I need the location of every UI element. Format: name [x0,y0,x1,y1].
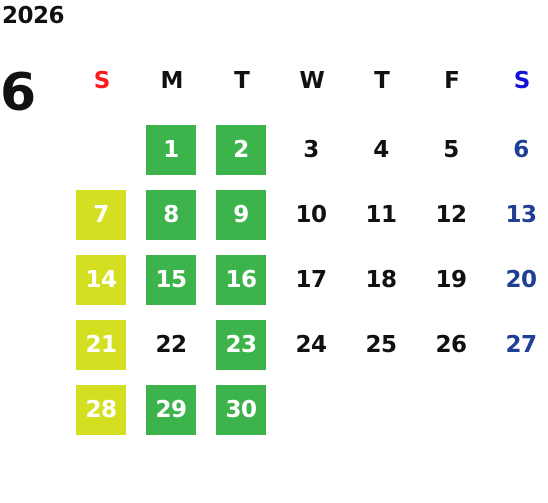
calendar-day: 9 [216,190,266,240]
calendar-day: 30 [216,385,266,435]
year-label: 2026 [2,3,65,29]
calendar-day: 15 [146,255,196,305]
calendar-day: 22 [155,332,187,358]
calendar-day: 12 [435,202,467,228]
month-number: 6 [0,63,37,123]
calendar-day: 1 [146,125,196,175]
calendar-day: 3 [303,137,319,163]
calendar-day: 24 [295,332,327,358]
calendar-day: 10 [295,202,327,228]
calendar-day: 21 [76,320,126,370]
calendar-day: 17 [295,267,327,293]
calendar-day: 20 [505,267,537,293]
weekday-saturday: S [513,68,531,94]
weekday-monday: M [160,68,184,94]
calendar-day: 11 [365,202,397,228]
calendar-day: 4 [373,137,389,163]
calendar-day: 8 [146,190,196,240]
calendar-day: 18 [365,267,397,293]
weekday-wednesday: W [299,68,325,94]
calendar-day: 2 [216,125,266,175]
weekday-thursday: T [374,68,390,94]
calendar-day: 27 [505,332,537,358]
calendar-day: 6 [513,137,529,163]
calendar-day: 29 [146,385,196,435]
calendar-day: 26 [435,332,467,358]
calendar-day: 23 [216,320,266,370]
calendar-day: 5 [443,137,459,163]
calendar-day: 28 [76,385,126,435]
weekday-sunday: S [93,68,111,94]
calendar-day: 7 [76,190,126,240]
calendar-day: 19 [435,267,467,293]
calendar-day: 13 [505,202,537,228]
weekday-friday: F [444,68,460,94]
weekday-tuesday: T [234,68,250,94]
calendar-day: 14 [76,255,126,305]
calendar-day: 25 [365,332,397,358]
calendar-day: 16 [216,255,266,305]
